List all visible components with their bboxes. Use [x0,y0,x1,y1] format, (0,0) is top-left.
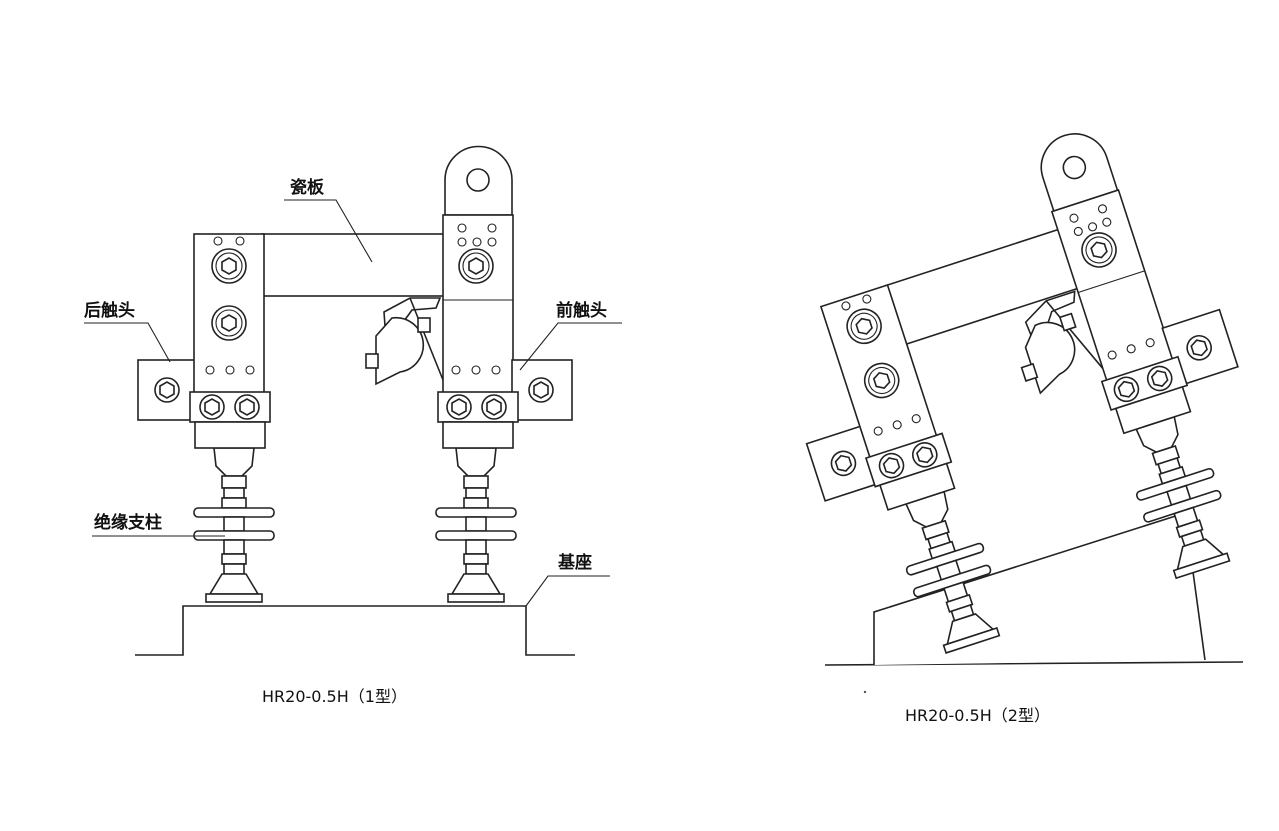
front-contact-body [442,214,514,396]
caption-type2: HR20-0.5H（2型） [905,706,1050,725]
insulator-left [193,447,275,603]
leader-base [525,575,610,607]
label-front-contact: 前触头 [556,300,607,321]
label-base: 基座 [557,552,592,573]
base-outline-1 [135,605,575,656]
caption-type1: HR20-0.5H（1型） [262,687,407,706]
label-rear-contact: 后触头 [84,300,135,321]
label-porcelain-plate: 瓷板 [290,177,325,198]
type2-diagram: HR20-0.5H（2型） [805,133,1244,725]
leader-porcelain [284,199,373,263]
porcelain-plate [261,233,445,297]
insulator-right [435,447,517,603]
type1-diagram: 瓷板 后触头 前触头 绝缘支柱 基座 HR20-0.5H（1型） [84,145,622,706]
leader-rear [84,322,171,363]
label-insulator-post: 绝缘支柱 [94,512,162,533]
leader-front [519,322,622,371]
speck-mark [863,690,867,694]
tilted-assembly [805,133,1242,658]
